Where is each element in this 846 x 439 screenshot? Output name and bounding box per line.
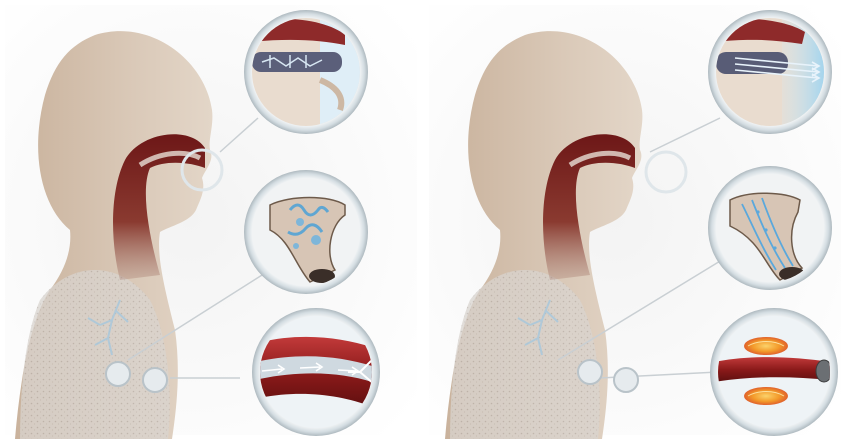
lung-anchor xyxy=(106,362,130,386)
blood-anchor xyxy=(143,368,167,392)
callout-airway-segment xyxy=(708,166,832,290)
blood-anchor xyxy=(614,368,638,392)
callout-nasal-airflow xyxy=(708,10,832,134)
callout-blood-vessel xyxy=(710,308,838,436)
callout-airway-segment xyxy=(244,170,368,294)
lung-anchor xyxy=(578,360,602,384)
callout-nasal-airflow xyxy=(244,10,368,134)
